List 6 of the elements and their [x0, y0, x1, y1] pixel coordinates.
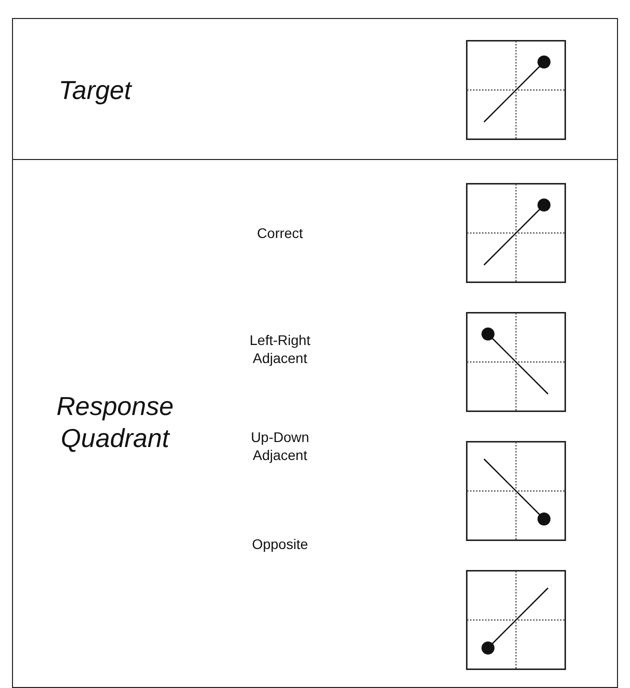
- row-label: Opposite: [250, 535, 310, 553]
- heading-label: Target: [58, 74, 134, 106]
- row-label: Correct: [256, 224, 304, 242]
- row-label: Up-Down Adjacent: [250, 428, 310, 464]
- heading-label: Response Quadrant: [55, 390, 175, 454]
- row-label: Left-Right Adjacent: [248, 331, 312, 367]
